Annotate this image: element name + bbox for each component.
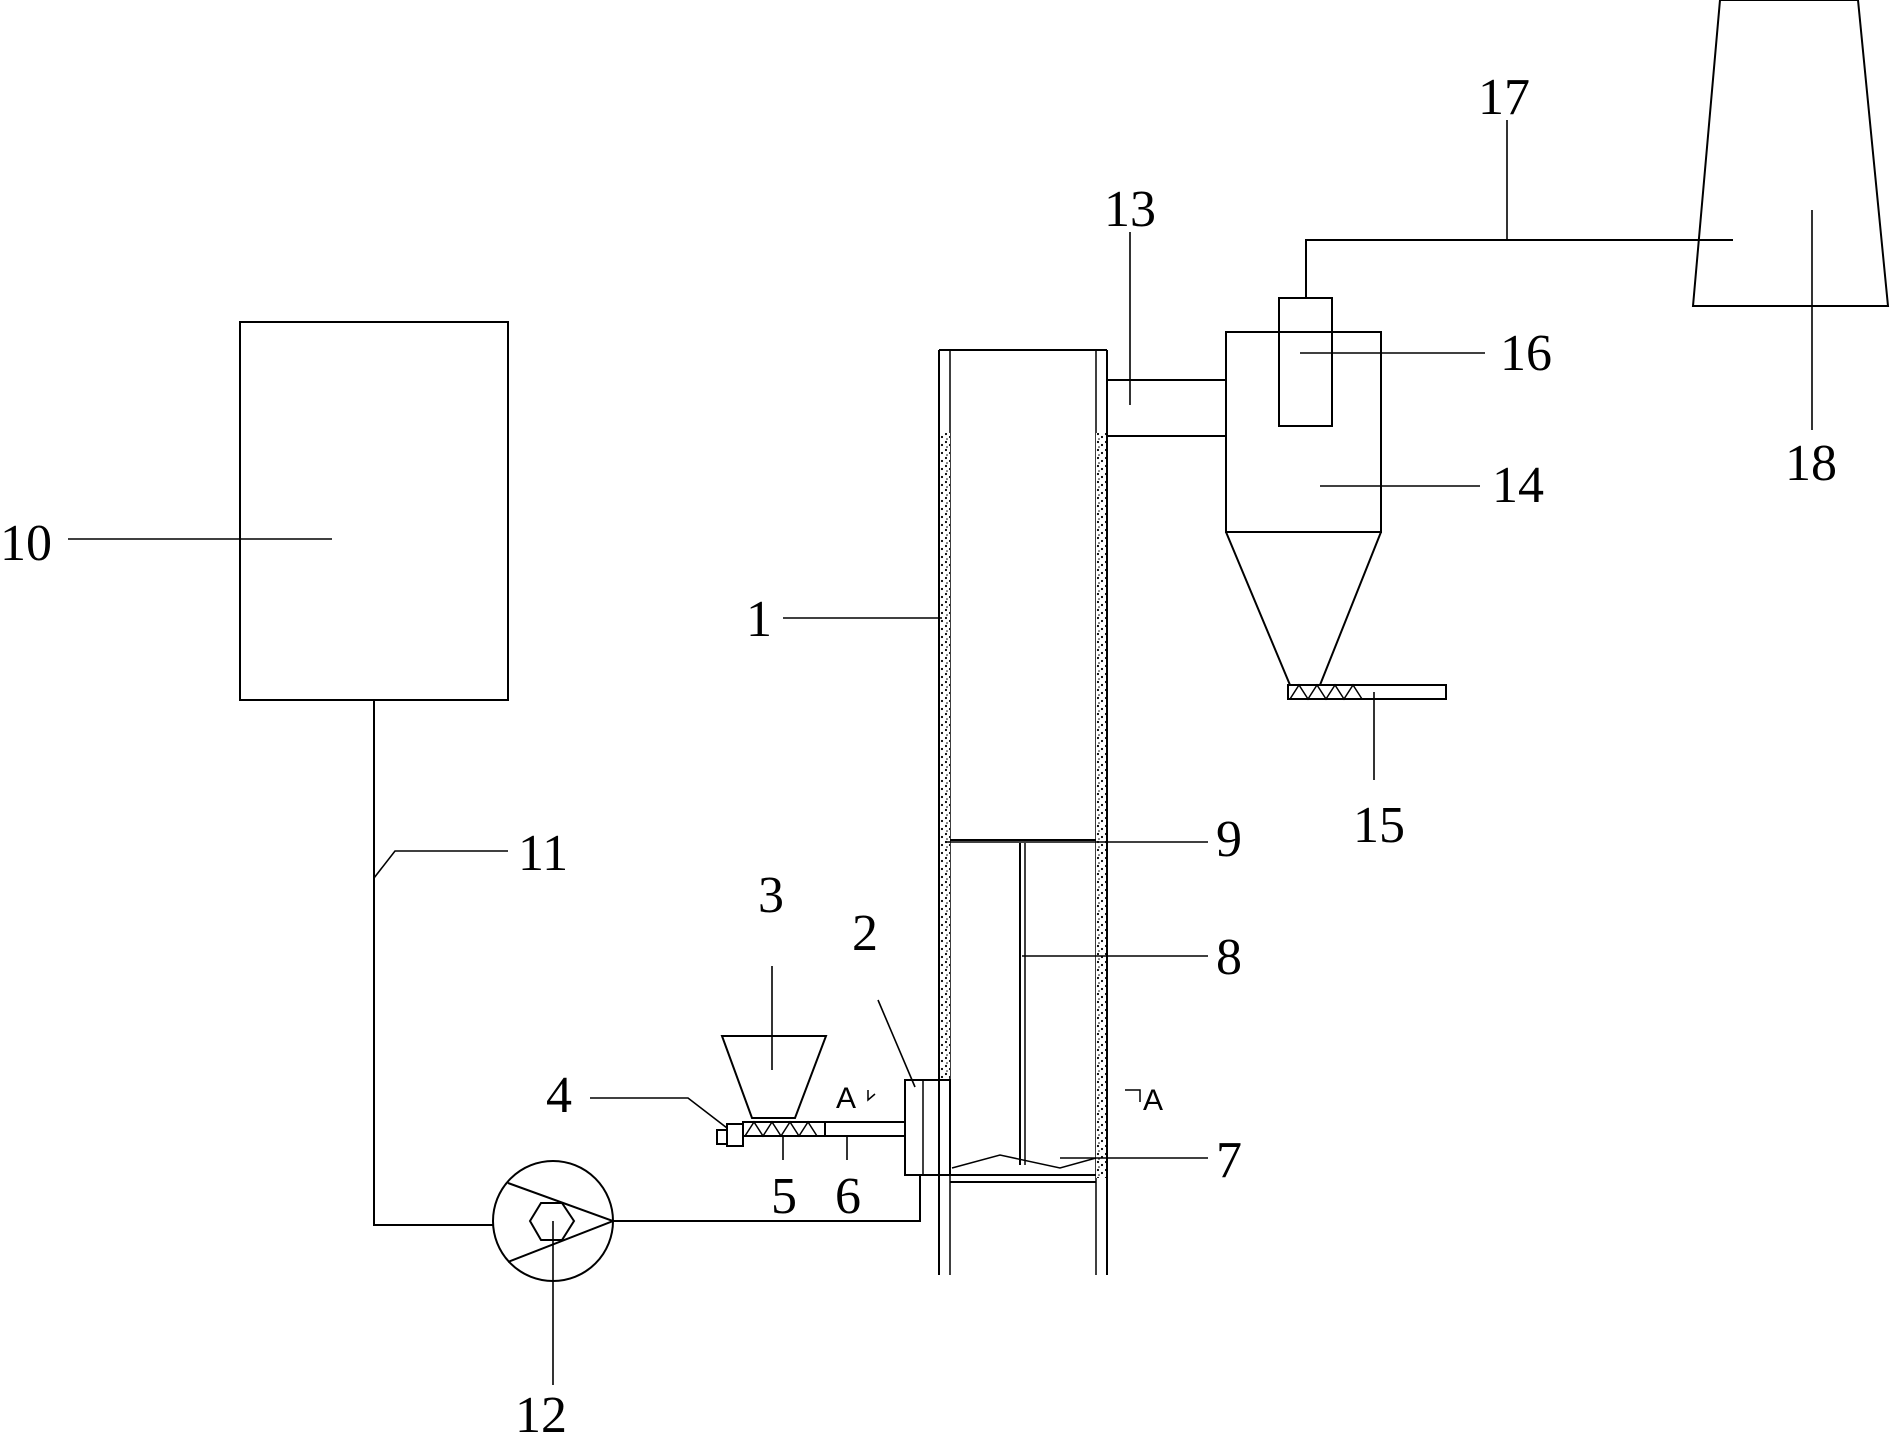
label-6: 6 bbox=[835, 1168, 861, 1225]
hopper-3 bbox=[720, 1035, 828, 1119]
label-14: 14 bbox=[1492, 457, 1544, 514]
leader-lines bbox=[68, 120, 1813, 1385]
inlet-box-2 bbox=[904, 1079, 951, 1176]
duct-13 bbox=[1107, 379, 1226, 437]
label-7: 7 bbox=[1216, 1132, 1242, 1189]
label-2: 2 bbox=[852, 905, 878, 962]
section-mark-left: A bbox=[836, 1082, 876, 1115]
svg-text:A: A bbox=[1143, 1084, 1163, 1117]
feed-pipe-6 bbox=[825, 1121, 905, 1137]
cyclone-14 bbox=[1225, 331, 1382, 686]
label-18: 18 bbox=[1785, 435, 1837, 492]
rod-8 bbox=[1019, 843, 1026, 1165]
reactor-column-1 bbox=[938, 349, 1108, 1275]
label-5: 5 bbox=[771, 1168, 797, 1225]
stack-18 bbox=[1691, 0, 1890, 307]
label-11: 11 bbox=[518, 825, 568, 882]
label-16: 16 bbox=[1500, 325, 1552, 382]
pipe-17 bbox=[1305, 239, 1733, 298]
label-3: 3 bbox=[758, 867, 784, 924]
label-1: 1 bbox=[746, 591, 772, 648]
section-mark-right: A bbox=[1125, 1084, 1163, 1117]
discharge-screw-15 bbox=[1287, 683, 1447, 701]
label-17: 17 bbox=[1478, 69, 1530, 126]
label-15: 15 bbox=[1353, 797, 1405, 854]
label-13: 13 bbox=[1104, 181, 1156, 238]
outlet-tube-16 bbox=[1278, 297, 1333, 427]
label-9: 9 bbox=[1216, 811, 1242, 868]
screw-feeder-5 bbox=[742, 1120, 826, 1138]
label-12: 12 bbox=[515, 1387, 567, 1437]
label-8: 8 bbox=[1216, 929, 1242, 986]
air-pipe bbox=[613, 1175, 921, 1222]
bottom-7 bbox=[951, 1154, 1097, 1169]
motor-4 bbox=[716, 1123, 744, 1147]
label-4: 4 bbox=[546, 1067, 572, 1124]
pipe-11 bbox=[373, 700, 494, 1226]
label-10: 10 bbox=[0, 515, 52, 572]
svg-text:A: A bbox=[836, 1082, 856, 1115]
tank-10 bbox=[239, 321, 509, 701]
